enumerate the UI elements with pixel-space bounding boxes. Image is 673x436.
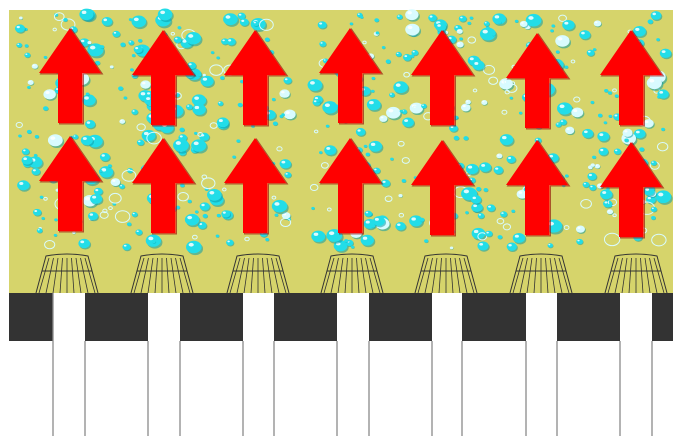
support-block xyxy=(652,293,673,341)
support-block xyxy=(85,293,148,341)
support-block xyxy=(369,293,432,341)
support-block xyxy=(274,293,337,341)
support-block xyxy=(9,293,53,341)
support-block xyxy=(462,293,526,341)
support-block xyxy=(557,293,620,341)
support-block xyxy=(180,293,243,341)
